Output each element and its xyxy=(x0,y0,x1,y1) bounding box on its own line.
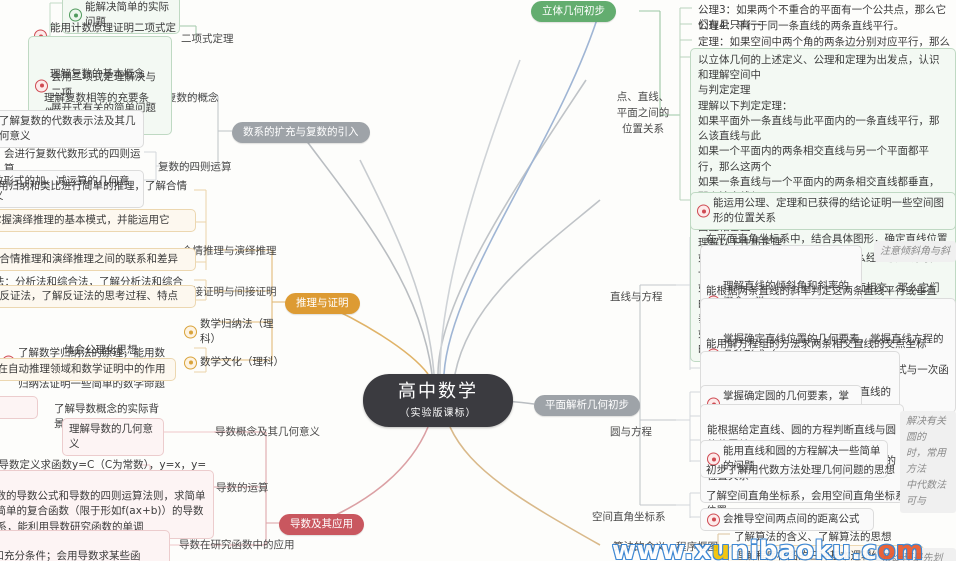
note-shape-callout: 形హ环是先划断 xyxy=(876,548,956,561)
site-watermark: www.xunibaoku.com xyxy=(612,536,924,561)
orange-dot-icon xyxy=(184,356,197,370)
leaf-derivative-background[interactable]: 了解导数概念的实际背景 xyxy=(54,403,159,431)
topic-reasoning-proof[interactable]: 推理与证明 xyxy=(285,293,360,314)
watermark-part-4: om xyxy=(877,536,924,561)
center-node[interactable]: 高中数学 （实验版课标） xyxy=(363,374,513,427)
topic-binomial-theorem[interactable]: 二项式定理 xyxy=(181,33,234,45)
center-subtitle: （实验版课标） xyxy=(399,408,477,420)
subtopic-derivative-in-functions[interactable]: 导数在研究函数中的应用 xyxy=(179,539,295,551)
leaf-axiomatic-thought[interactable]: 体会公理化思想 xyxy=(64,344,138,356)
center-title: 高中数学 xyxy=(398,380,478,402)
orange-dot-icon xyxy=(184,325,197,339)
topic-derivative-application[interactable]: 导数及其应用 xyxy=(279,514,364,535)
leaf-complex-algebraic-form[interactable]: 了解复数的代数表示法及其几何意义 xyxy=(0,110,144,149)
watermark-part-2: u xyxy=(711,536,731,561)
leaf-axiom4[interactable]: 公理4：平行于同一条直线的两条直线平行。 xyxy=(698,20,905,32)
leaf-complex-basic-concept[interactable]: 理解复数的基本概念 xyxy=(50,68,145,80)
red-dot-icon xyxy=(697,204,710,218)
watermark-part-3: nibaoku.c xyxy=(730,536,878,561)
subtopic-math-culture[interactable]: 数学文化（理科） xyxy=(178,352,286,373)
subtopic-line-equation[interactable]: 直线与方程 xyxy=(610,291,663,303)
leaf-complex-add-sub-geometry[interactable]: 数形式的加、减运算的几何意义 xyxy=(0,170,144,209)
subtopic-complex-operations[interactable]: 复数的四则运算 xyxy=(158,161,232,173)
leaf-induction-analogy[interactable]: 用归纳和类比进行简单的推理，了解合情 xyxy=(0,180,187,192)
subtopic-derivative-concept[interactable]: 导数概念及其几何意义 xyxy=(215,426,320,438)
subtopic-plausible-deductive[interactable]: 合情推理与演绎推理 xyxy=(182,245,277,257)
topic-complex-numbers[interactable]: 数系的扩充与复数的引入 xyxy=(232,122,370,143)
leaf-derivative-extrema[interactable]: 件和充分条件；会用导数求某些函 函数一般不超过三次），会求闭区 xyxy=(0,530,170,561)
subtopic-derivative-operations[interactable]: 导数的运算 xyxy=(216,482,269,494)
leaf-axiom3[interactable]: 公理3：如果两个不重合的平面有一个公共点，那么它们有且只有一 xyxy=(698,4,947,32)
note-slope-callout: 注意倾斜角与斜 xyxy=(874,241,956,262)
red-dot-icon xyxy=(707,513,720,527)
subtopic-direct-indirect-proof[interactable]: 直接证明与间接证明 xyxy=(182,286,277,298)
leaf-intersection-point[interactable]: 能用解方程组的方法求两条相交直线的交点坐标 xyxy=(706,338,927,350)
leaf-space-distance-formula[interactable]: 会推导空间两点间的距离公式 xyxy=(700,508,874,532)
subtopic-points-lines-planes[interactable]: 点、直线、平面之间的位置关系 xyxy=(616,91,670,135)
subtopic-algorithm-meaning[interactable]: 算法的含义、程序框图 xyxy=(613,541,718,553)
leaf-derivative-situation[interactable]: 况： xyxy=(0,396,38,420)
leaf-complex-four-operations[interactable]: 会进行复数代数形式的四则运算 xyxy=(4,148,141,175)
subtopic-complex-concept[interactable]: 复数的概念 xyxy=(166,92,219,104)
topic-solid-geometry[interactable]: 立体几何初步 xyxy=(531,1,616,22)
note-circle-callout: 解决有关圆的 时，常用方法 中代数法可与 xyxy=(900,411,956,513)
subtopic-space-coordinates[interactable]: 空间直角坐标系 xyxy=(592,511,666,523)
leaf-prove-spatial-relations[interactable]: 能运用公理、定理和已获得的结论证明一些空间图形的位置关系 xyxy=(690,192,956,231)
green-dot-icon xyxy=(69,8,82,22)
subtopic-circle-equation[interactable]: 圆与方程 xyxy=(610,426,652,438)
leaf-reasoning-difference[interactable]: 解合情推理和演绎推理之间的联系和差异 xyxy=(0,248,196,272)
subtopic-math-induction[interactable]: 数学归纳法（理科） xyxy=(178,314,286,350)
watermark-part-1: www.x xyxy=(612,536,712,561)
leaf-solve-practical-problems[interactable]: 能解决简单的实际问题 xyxy=(62,0,180,35)
leaf-contradiction-method[interactable]: 一反证法，了解反证法的思考过程、特点 xyxy=(0,285,196,309)
leaf-algebraic-geometry-thought[interactable]: 初步了解用代数方法处理几何问题的思想 xyxy=(706,464,895,476)
topic-analytic-geometry[interactable]: 平面解析几何初步 xyxy=(534,395,640,416)
leaf-slope-parallel-perpendicular[interactable]: 能根据两条直线的斜率判定这两条直线平行或垂直 xyxy=(706,285,937,297)
leaf-algorithm-meaning-thought[interactable]: 了解算法的含义、了解算法的思想 xyxy=(734,531,892,543)
leaf-deductive-reasoning-pattern[interactable]: 掌握演绎推理的基本模式，并能运用它 xyxy=(0,209,196,233)
red-dot-icon xyxy=(707,452,720,466)
leaf-circle-solve-problems[interactable]: 能用直线和圆的方程解决一些简单的问题 xyxy=(700,440,888,479)
leaf-computer-automated-reasoning[interactable]: 机在自动推理领域和数学证明中的作用 xyxy=(0,358,176,382)
red-dot-icon xyxy=(35,79,48,93)
leaf-derivative-geometric-meaning[interactable]: 理解导数的几何意义 xyxy=(62,418,164,457)
